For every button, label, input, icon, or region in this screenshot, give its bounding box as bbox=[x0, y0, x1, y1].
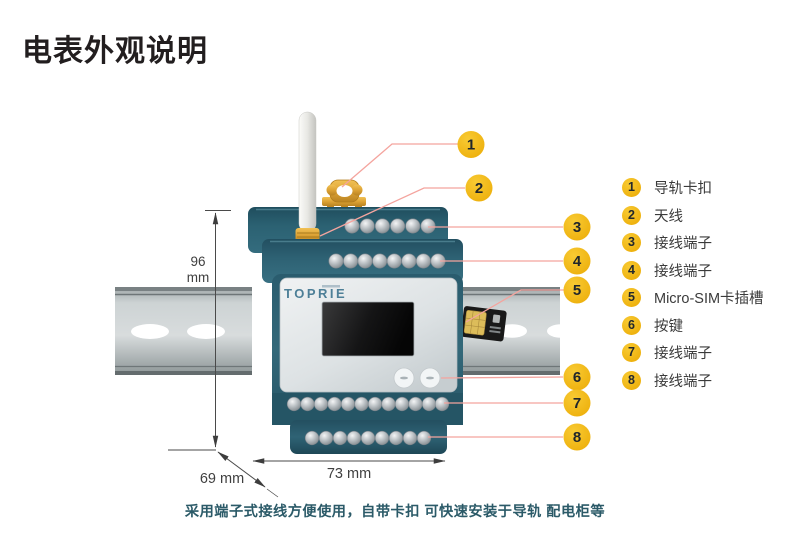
legend-item-terminal-3: 3 接线端子 bbox=[622, 233, 764, 252]
legend-item-terminal-4: 4 接线端子 bbox=[622, 260, 764, 280]
legend-item-terminal-7: 7 接线端子 bbox=[622, 343, 764, 362]
callout-4: 4 bbox=[563, 247, 591, 275]
legend-number-badge: 8 bbox=[622, 370, 641, 390]
legend-item-terminal-8: 8 接线端子 bbox=[622, 370, 764, 390]
legend-item-antenna: 2 天线 bbox=[622, 205, 764, 225]
legend-number-badge: 5 bbox=[622, 288, 641, 307]
legend-label: 导轨卡扣 bbox=[654, 181, 712, 197]
callout-7: 7 bbox=[563, 389, 591, 417]
leader-line-1 bbox=[341, 143, 458, 188]
dim-width-value: 73 mm bbox=[327, 466, 371, 482]
terminal-row-7 bbox=[286, 396, 450, 412]
legend-label: 接线端子 bbox=[654, 236, 712, 252]
leader-lines bbox=[319, 143, 564, 438]
enter-button[interactable] bbox=[419, 367, 441, 389]
legend-number-badge: 2 bbox=[622, 205, 641, 225]
device-main-body: TOPRIE bbox=[272, 274, 463, 425]
din-rail-left bbox=[115, 287, 252, 375]
antenna bbox=[295, 111, 320, 242]
dimension-69mm: 69 mm bbox=[200, 451, 279, 498]
svg-text:4: 4 bbox=[573, 253, 582, 270]
dimension-73mm: 73 mm bbox=[252, 458, 446, 482]
callout-8: 8 bbox=[563, 423, 591, 451]
legend-label: 接线端子 bbox=[654, 263, 712, 280]
dim-depth-value: 69 mm bbox=[200, 471, 244, 487]
legend-number-badge: 6 bbox=[622, 315, 641, 335]
dim-height-unit: mm bbox=[187, 270, 210, 285]
rail-slot bbox=[547, 324, 575, 338]
legend-number-badge: 1 bbox=[622, 178, 641, 197]
terminal-row-8 bbox=[304, 430, 432, 446]
legend-label: Micro-SIM卡插槽 bbox=[654, 291, 764, 307]
svg-text:1: 1 bbox=[467, 137, 475, 154]
legend-item-rail-clip: 1 导轨卡扣 bbox=[622, 178, 764, 197]
dimension-96mm: 96 mm bbox=[168, 210, 231, 451]
legend-item-buttons: 6 按键 bbox=[622, 315, 764, 335]
svg-text:2: 2 bbox=[475, 180, 483, 197]
legend-item-sim-slot: 5 Micro-SIM卡插槽 bbox=[622, 288, 764, 307]
callout-5: 5 bbox=[563, 276, 591, 304]
svg-text:6: 6 bbox=[573, 369, 581, 386]
svg-text:8: 8 bbox=[573, 429, 581, 446]
brand-logo: TOPRIE bbox=[284, 286, 347, 301]
display-button[interactable] bbox=[393, 367, 415, 389]
callout-6: 6 bbox=[563, 363, 591, 391]
leader-line-6 bbox=[440, 376, 564, 379]
legend: 1 导轨卡扣 2 天线 3 接线端子 4 接线端子 5 Micro-SIM卡插槽… bbox=[622, 178, 764, 390]
leader-line-5 bbox=[465, 289, 564, 323]
terminal-row-4 bbox=[328, 253, 446, 269]
legend-number-badge: 4 bbox=[622, 260, 641, 280]
dim-height-value: 96 bbox=[190, 254, 205, 269]
terminal-row-3 bbox=[344, 218, 436, 234]
legend-number-badge: 7 bbox=[622, 343, 641, 362]
rail-slot bbox=[131, 324, 169, 339]
leader-line-2 bbox=[319, 187, 465, 237]
page-title: 电表外观说明 bbox=[22, 35, 208, 68]
legend-label: 按键 bbox=[654, 318, 683, 335]
lcd-screen bbox=[321, 301, 415, 357]
legend-label: 接线端子 bbox=[654, 373, 712, 390]
callouts: 1 2 3 4 5 6 7 bbox=[457, 131, 591, 451]
sim-card bbox=[460, 306, 507, 342]
svg-text:7: 7 bbox=[573, 395, 581, 412]
svg-text:3: 3 bbox=[573, 219, 581, 236]
callout-1: 1 bbox=[457, 131, 485, 158]
callout-3: 3 bbox=[563, 213, 591, 241]
legend-label: 天线 bbox=[654, 208, 683, 225]
svg-text:5: 5 bbox=[573, 282, 581, 299]
legend-number-badge: 3 bbox=[622, 233, 641, 252]
rail-slot bbox=[187, 324, 225, 339]
callout-2: 2 bbox=[465, 174, 493, 202]
legend-label: 接线端子 bbox=[654, 346, 712, 362]
logo-tagline bbox=[322, 285, 340, 288]
bottom-caption: 采用端子式接线方便使用，自带卡扣 可快速安装于导轨 配电柜等 bbox=[184, 504, 606, 520]
